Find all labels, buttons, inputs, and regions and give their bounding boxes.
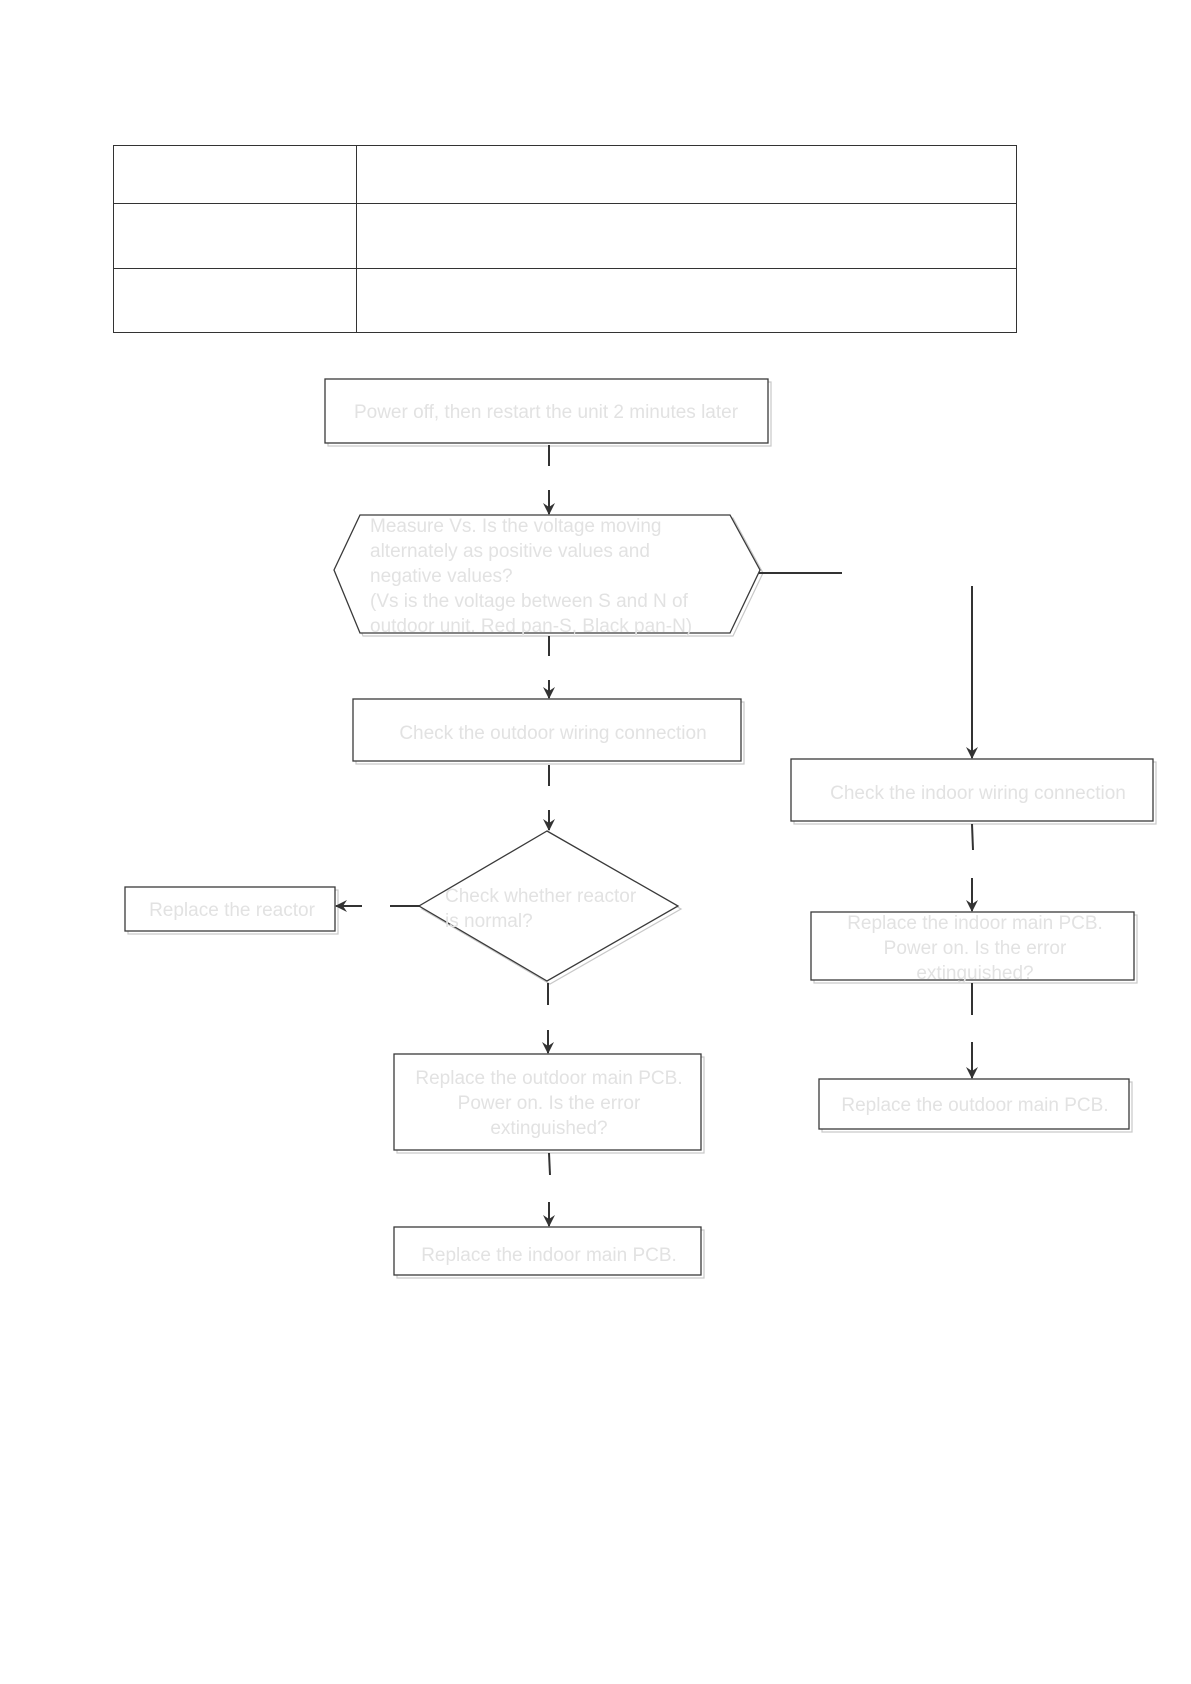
node-measure-vs-line: alternately as positive values and bbox=[370, 541, 650, 562]
table-cell-label bbox=[113, 145, 357, 204]
node-measure-vs-line: (Vs is the voltage between S and N of bbox=[370, 591, 689, 612]
node-check-reactor-line: Check whether reactor bbox=[445, 886, 637, 907]
connectors bbox=[335, 445, 978, 1227]
node-measure-vs-line: negative values? bbox=[370, 566, 513, 587]
connector-line bbox=[971, 823, 974, 851]
node-power-restart: Power off, then restart the unit 2 minut… bbox=[324, 378, 772, 447]
node-check-outdoor-wiring: Check the outdoor wiring connection bbox=[352, 698, 745, 765]
node-replace-outdoor-pcb-question-line: Power on. Is the error bbox=[458, 1093, 641, 1114]
node-check-indoor-wiring-text: Check the indoor wiring connection bbox=[830, 783, 1126, 804]
table-row bbox=[113, 268, 1017, 333]
connector-line bbox=[548, 1152, 551, 1176]
node-replace-indoor-pcb: Replace the indoor main PCB. bbox=[393, 1226, 705, 1279]
node-replace-indoor-pcb-question: Replace the indoor main PCB. Power on. I… bbox=[810, 911, 1138, 984]
node-replace-reactor: Replace the reactor bbox=[124, 886, 339, 935]
table-cell-label bbox=[113, 268, 357, 333]
node-replace-indoor-pcb-text: Replace the indoor main PCB. bbox=[421, 1245, 677, 1266]
node-replace-outdoor-pcb: Replace the outdoor main PCB. bbox=[818, 1078, 1133, 1133]
header-table bbox=[113, 145, 1017, 333]
node-check-outdoor-wiring-text: Check the outdoor wiring connection bbox=[399, 723, 706, 744]
node-measure-vs-line: outdoor unit. Red pan-S, Black pan-N) bbox=[370, 616, 692, 637]
node-replace-outdoor-pcb-question: Replace the outdoor main PCB. Power on. … bbox=[393, 1053, 705, 1154]
node-check-reactor-line: is normal? bbox=[445, 911, 533, 932]
node-replace-indoor-pcb-question-line: Power on. Is the error bbox=[884, 938, 1067, 959]
node-replace-indoor-pcb-question-line: extinguished? bbox=[916, 963, 1033, 984]
node-measure-vs: Measure Vs. Is the voltage moving altern… bbox=[333, 514, 764, 637]
node-power-restart-text: Power off, then restart the unit 2 minut… bbox=[354, 402, 739, 423]
node-replace-outdoor-pcb-question-line: extinguished? bbox=[490, 1118, 607, 1139]
table-cell-label bbox=[113, 203, 357, 269]
node-check-reactor: Check whether reactor is normal? bbox=[417, 830, 683, 985]
node-replace-indoor-pcb-question-line: Replace the indoor main PCB. bbox=[847, 913, 1103, 934]
node-measure-vs-line: Measure Vs. Is the voltage moving bbox=[370, 516, 661, 537]
node-replace-outdoor-pcb-question-line: Replace the outdoor main PCB. bbox=[415, 1068, 682, 1089]
node-replace-outdoor-pcb-text: Replace the outdoor main PCB. bbox=[841, 1095, 1108, 1116]
node-check-indoor-wiring: Check the indoor wiring connection bbox=[790, 758, 1157, 825]
table-cell-value bbox=[356, 268, 1017, 333]
node-replace-reactor-text: Replace the reactor bbox=[149, 900, 315, 921]
